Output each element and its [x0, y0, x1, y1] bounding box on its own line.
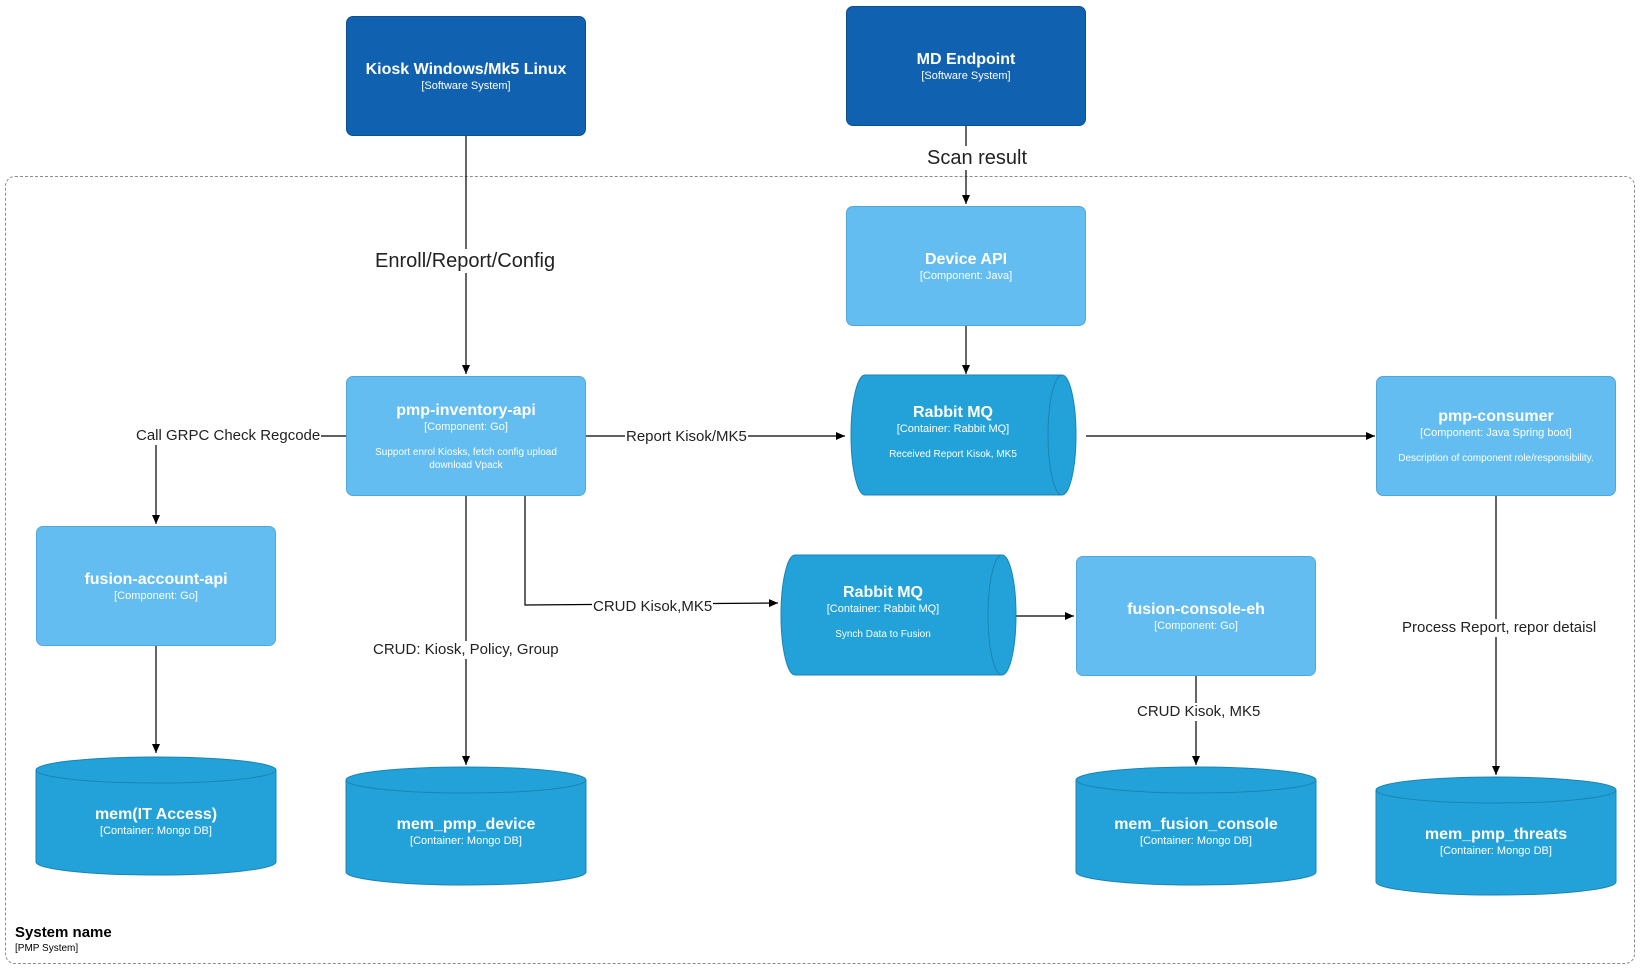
node-device-api[interactable]: Device API [Component: Java] [846, 206, 1086, 326]
node-desc: Received Report Kisok, MK5 [889, 449, 1017, 460]
mem-device-cylinder [345, 766, 587, 886]
node-mem-threats[interactable]: mem_pmp_threats [Container: Mongo DB] [1376, 825, 1616, 858]
node-mem-console[interactable]: mem_fusion_console [Container: Mongo DB] [1076, 815, 1316, 848]
node-tech: [Container: Mongo DB] [410, 835, 522, 847]
node-desc: Support enrol Kiosks, fetch config uploa… [375, 446, 557, 471]
node-title: pmp-inventory-api [396, 401, 536, 419]
node-title: mem_pmp_threats [1424, 826, 1568, 843]
mem-console-cylinder [1075, 766, 1317, 886]
edge-label-crud-kiosk-policy: CRUD: Kiosk, Policy, Group [372, 641, 560, 659]
node-title: mem(IT Access) [94, 806, 218, 823]
system-boundary [5, 176, 1635, 964]
node-consumer[interactable]: pmp-consumer [Component: Java Spring boo… [1376, 376, 1616, 496]
node-title: fusion-account-api [84, 570, 228, 588]
node-mem-it[interactable]: mem(IT Access) [Container: Mongo DB] [36, 805, 276, 838]
system-boundary-subtitle: [PMP System] [15, 943, 79, 954]
node-desc: Description of component role/responsibi… [1398, 453, 1594, 464]
node-tech: [Software System] [921, 69, 1011, 82]
node-title: Kiosk Windows/Mk5 Linux [365, 60, 567, 78]
node-title: pmp-consumer [1438, 408, 1554, 425]
rabbit1-cylinder [850, 374, 1077, 496]
node-tech: [Container: Mongo DB] [1140, 835, 1252, 847]
node-rabbit1[interactable]: Rabbit MQ [Container: Rabbit MQ] Receive… [858, 403, 1048, 461]
edge-inventory-to-rabbit2 [524, 496, 779, 608]
edge-label-crud-kisok-mk5: CRUD Kisok,MK5 [592, 598, 714, 616]
edge-label-call-grpc: Call GRPC Check Regcode [135, 427, 322, 445]
node-title: Device API [924, 250, 1008, 268]
node-rabbit2[interactable]: Rabbit MQ [Container: Rabbit MQ] Synch D… [788, 583, 978, 641]
edge-inventory-to-account-api [152, 435, 346, 524]
mem-threats-cylinder [1375, 776, 1617, 896]
node-tech: [Component: Java] [919, 269, 1013, 282]
edge-label-process-report: Process Report, repor detaisl [1401, 619, 1598, 637]
node-mem-device[interactable]: mem_pmp_device [Container: Mongo DB] [346, 815, 586, 848]
node-kiosk[interactable]: Kiosk Windows/Mk5 Linux [Software System… [346, 16, 586, 136]
node-tech: [Component: Java Spring boot] [1420, 427, 1572, 439]
node-title: mem_fusion_console [1114, 816, 1278, 833]
node-tech: [Component: Go] [424, 420, 508, 433]
mem-it-cylinder [35, 756, 277, 876]
node-inventory-api[interactable]: pmp-inventory-api [Component: Go] Suppor… [346, 376, 586, 496]
node-console-eh[interactable]: fusion-console-eh [Component: Go] [1076, 556, 1316, 676]
node-title: Rabbit MQ [913, 404, 993, 421]
node-md-endpoint[interactable]: MD Endpoint [Software System] [846, 6, 1086, 126]
node-tech: [Component: Go] [1154, 619, 1238, 632]
node-title: fusion-console-eh [1127, 600, 1265, 618]
node-tech: [Container: Mongo DB] [100, 825, 212, 837]
node-title: mem_pmp_device [396, 816, 536, 833]
edge-label-crud-console: CRUD Kisok, MK5 [1136, 703, 1262, 721]
node-tech: [Component: Go] [114, 589, 198, 602]
edge-label-enroll: Enroll/Report/Config [374, 249, 557, 273]
node-account-api[interactable]: fusion-account-api [Component: Go] [36, 526, 276, 646]
node-desc: Synch Data to Fusion [835, 629, 931, 640]
node-title: MD Endpoint [916, 50, 1016, 68]
node-tech: [Container: Rabbit MQ] [826, 603, 940, 615]
node-tech: [Container: Rabbit MQ] [896, 423, 1010, 435]
system-boundary-title: System name [15, 924, 112, 941]
edge-label-scan-result: Scan result [926, 146, 1029, 170]
node-title: Rabbit MQ [843, 584, 923, 601]
node-tech: [Software System] [421, 79, 511, 92]
node-tech: [Container: Mongo DB] [1440, 845, 1552, 857]
rabbit2-cylinder [780, 554, 1017, 676]
edge-label-report-kisok: Report Kisok/MK5 [625, 428, 748, 446]
